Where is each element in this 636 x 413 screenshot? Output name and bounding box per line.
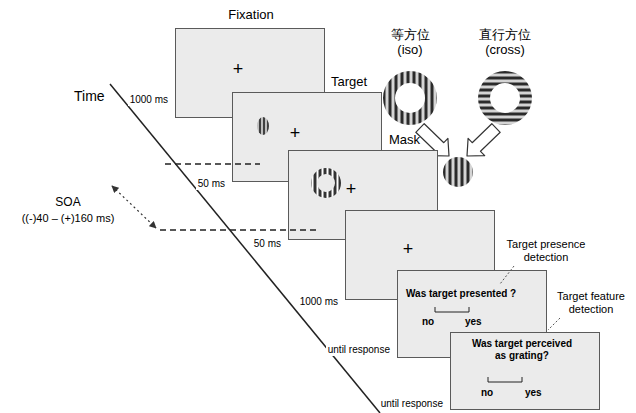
target-grating	[257, 117, 269, 135]
duration-label: until response	[379, 398, 445, 410]
hollow-arrow	[467, 124, 500, 156]
duration-label: 50 ms	[196, 178, 227, 190]
time-axis-label: Time	[74, 88, 105, 104]
question-text: Was target presented ?	[406, 288, 516, 300]
soa-range-label: ((-)40 – (+)160 ms)	[22, 212, 115, 225]
fixation-cross: +	[290, 124, 301, 142]
soa-label: SOA	[55, 196, 80, 210]
screen-frame: Was target perceived as grating? no yes	[450, 332, 600, 410]
screen-label: Mask	[389, 133, 420, 148]
question-text: Was target perceived as grating?	[468, 338, 576, 361]
orientation-label: 等方位 (iso)	[387, 28, 433, 58]
response-option: yes	[525, 387, 542, 399]
soa-dashed-line	[160, 229, 316, 230]
iso-ring-grating	[383, 71, 437, 125]
orientation-label: 直行方位 (cross)	[475, 28, 535, 58]
center-grating	[443, 157, 473, 187]
fixation-cross: +	[233, 60, 244, 78]
cross-ring-grating	[478, 71, 532, 125]
screen-label: Fixation	[228, 8, 274, 23]
mask-ring	[311, 168, 341, 198]
leader-line	[500, 266, 514, 284]
response-scale	[435, 307, 469, 312]
response-option: yes	[465, 316, 482, 328]
duration-label: until response	[326, 344, 392, 356]
fixation-cross: +	[403, 240, 414, 258]
callout-label: Target presence detection	[500, 238, 592, 263]
leader-line	[548, 318, 560, 330]
fixation-cross: +	[346, 180, 357, 198]
response-scale	[488, 377, 522, 382]
response-option: no	[481, 387, 493, 399]
duration-label: 1000 ms	[128, 94, 170, 106]
soa-dashed-line	[165, 163, 260, 164]
response-option: no	[422, 316, 434, 328]
duration-label: 50 ms	[252, 238, 283, 250]
screen-label: Target	[331, 75, 367, 90]
callout-label: Target feature detection	[550, 290, 632, 315]
duration-label: 1000 ms	[298, 296, 340, 308]
soa-interval-arrow	[112, 186, 156, 228]
